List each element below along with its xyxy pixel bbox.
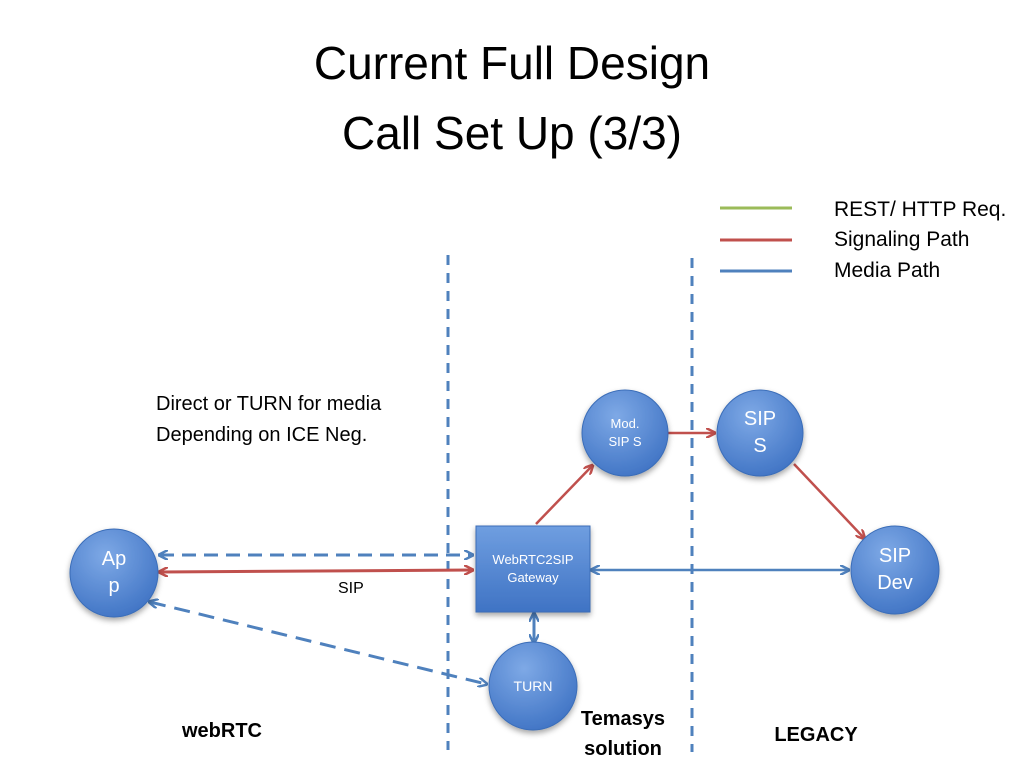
node-sip-dev	[850, 525, 940, 615]
note-line-2: Depending on ICE Neg.	[156, 424, 368, 446]
edge-app-turn-media	[150, 602, 486, 684]
legend-label-media: Media Path	[834, 259, 941, 282]
node-mod-sip-label-line-1: Mod.	[610, 416, 640, 432]
node-turn-label: TURN	[513, 677, 553, 694]
node-sip-dev-label-line-1: SIP	[878, 545, 912, 567]
node-mod-sip-label-line-2: SIP S	[608, 434, 642, 449]
node-turn	[488, 641, 578, 731]
node-mod-sip	[581, 389, 669, 477]
node-sip-dev-label-line-2: Dev	[877, 572, 913, 594]
node-sip-s-label: SIP S	[717, 390, 803, 476]
zone-label-webrtc: webRTC	[182, 720, 262, 742]
node-sip-dev-label: SIP Dev	[851, 526, 939, 614]
node-app-label: Ap p	[70, 529, 158, 617]
node-gateway-label: WebRTC2SIP Gateway	[476, 526, 590, 612]
edge-sips-sipdev-signaling	[793, 463, 864, 538]
slide-title-line-1: Current Full Design	[313, 37, 711, 89]
node-app-label-line-2: p	[108, 575, 120, 597]
node-sip-s	[716, 389, 804, 477]
slide-title-line-2: Call Set Up (3/3)	[341, 107, 682, 159]
node-gateway	[475, 525, 591, 613]
edge-label-sip: SIP	[338, 580, 364, 597]
zone-label-temasys-line-1: Temasys	[580, 708, 666, 730]
note-line-1: Direct or TURN for media	[156, 393, 382, 415]
zone-label-temasys-line-2: solution	[584, 738, 662, 760]
node-sip-s-label-line-1: SIP	[743, 408, 777, 430]
node-app-label-line-1: Ap	[101, 548, 127, 570]
node-gateway-label-line-1: WebRTC2SIP	[492, 552, 574, 568]
node-app	[69, 528, 159, 618]
node-mod-sip-label: Mod. SIP S	[582, 390, 668, 476]
legend-label-rest: REST/ HTTP Req.	[834, 198, 1007, 221]
edge-gateway-modsip-signaling	[535, 466, 592, 525]
legend-label-signaling: Signaling Path	[834, 228, 970, 251]
zone-label-legacy: LEGACY	[774, 724, 858, 746]
node-sip-s-label-line-2: S	[753, 435, 767, 457]
node-gateway-label-line-2: Gateway	[507, 570, 559, 585]
edge-app-gateway-signaling	[160, 570, 472, 572]
